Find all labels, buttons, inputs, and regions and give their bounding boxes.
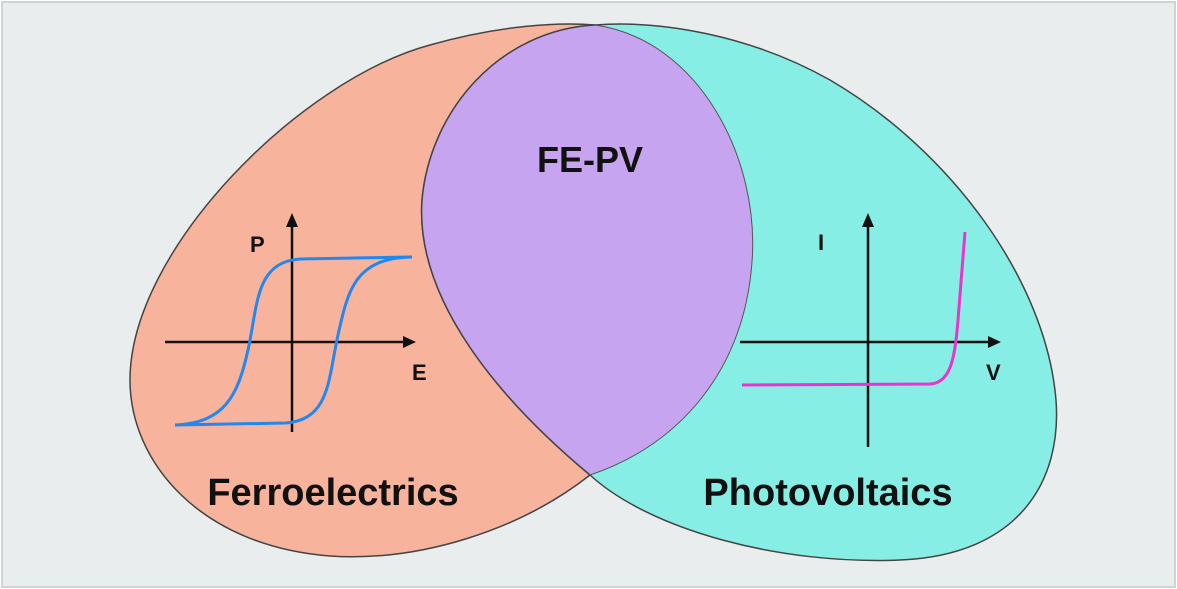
e-axis-arrow-icon [403,336,416,348]
v-axis-label: V [986,360,1001,385]
hysteresis-graph: P E [165,213,427,432]
ferroelectrics-label: Ferroelectrics [207,472,458,514]
p-axis-label: P [250,232,265,257]
e-axis-label: E [412,360,427,385]
overlap-edge [589,24,754,476]
hysteresis-loop [174,255,413,427]
photovoltaics-label: Photovoltaics [703,472,952,514]
i-axis-arrow-icon [862,213,874,227]
iv-curve [741,231,967,387]
v-axis-arrow-icon [988,336,1001,348]
p-axis-arrow-icon [286,213,298,227]
iv-graph: I V [740,213,1001,447]
i-axis-label: I [818,230,824,255]
fe-pv-overlap [420,24,753,557]
fe-pv-label: FE-PV [537,139,643,180]
